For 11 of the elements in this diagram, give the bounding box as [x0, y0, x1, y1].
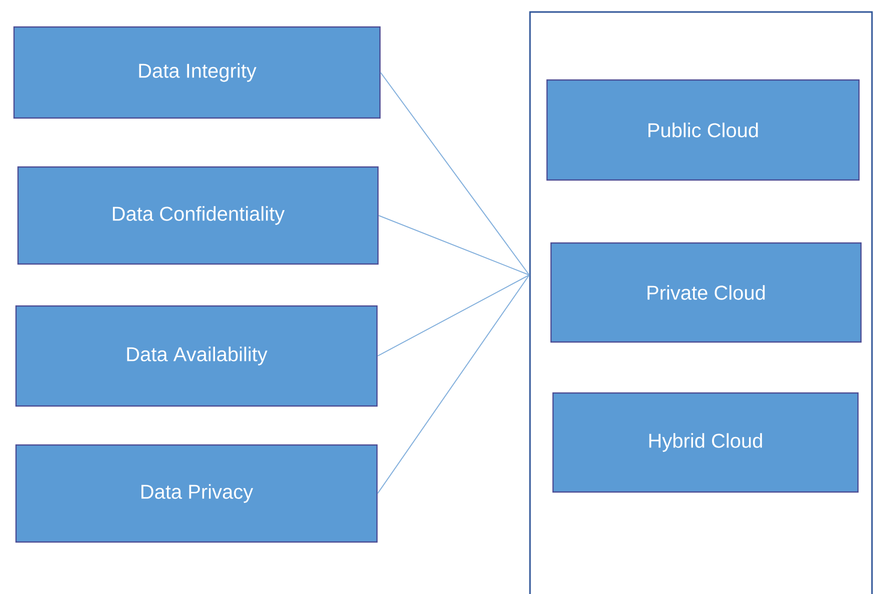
connector-line: [377, 274, 530, 356]
connector-line: [378, 215, 530, 276]
data-box: Data Availability: [15, 305, 378, 407]
connector-line: [377, 274, 530, 494]
data-box: Data Integrity: [13, 26, 381, 119]
cloud-box: Public Cloud: [546, 79, 860, 181]
connector-line: [380, 72, 530, 276]
data-box: Data Privacy: [15, 444, 378, 543]
data-box: Data Confidentiality: [17, 166, 379, 265]
cloud-box: Hybrid Cloud: [552, 392, 859, 493]
cloud-box: Private Cloud: [550, 242, 862, 343]
